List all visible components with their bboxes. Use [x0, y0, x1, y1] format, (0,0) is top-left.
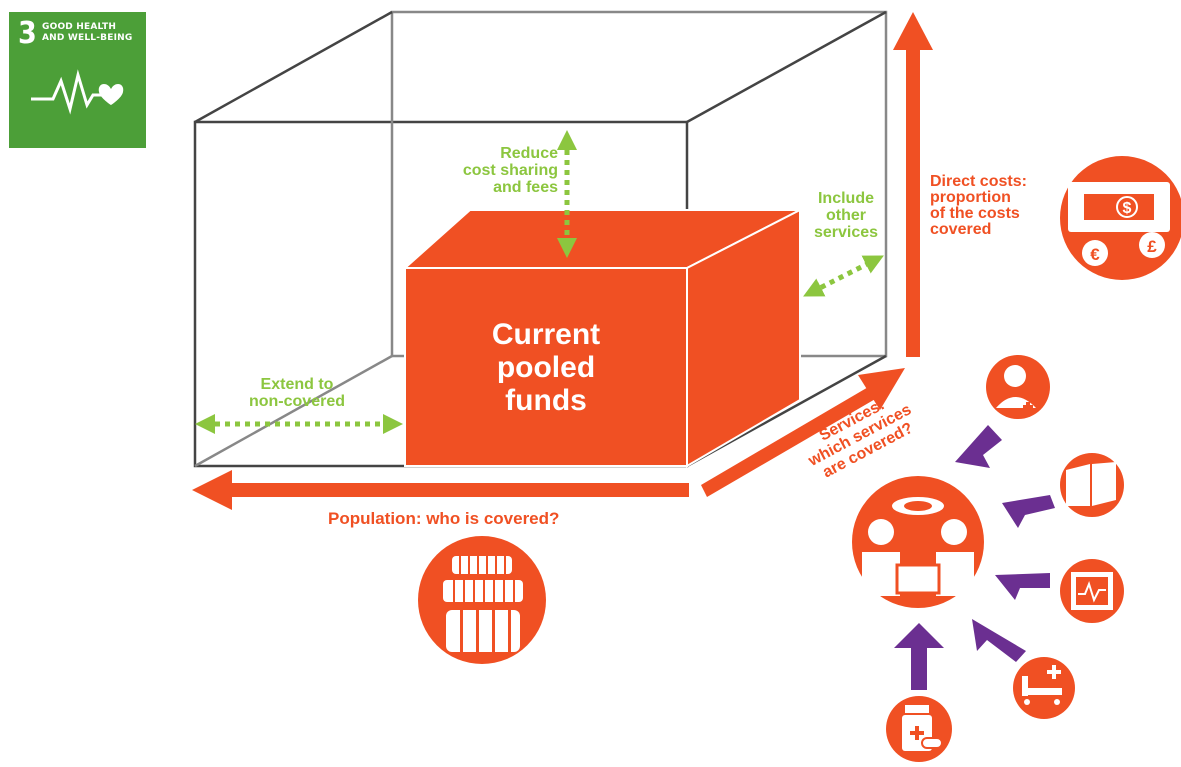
population-label: Population: who is covered? [328, 509, 560, 528]
medicine-icon [886, 696, 952, 762]
monitor-icon [1060, 559, 1124, 623]
svg-text:€: € [1090, 245, 1100, 264]
direct-costs-arrow-head [893, 12, 933, 50]
money-icon: $ € £ [1060, 156, 1181, 280]
services-arrow-shaft [701, 386, 877, 497]
extend-to-non-covered-label: Extend to non-covered [248, 376, 345, 410]
arrow-from-medicine [894, 623, 944, 690]
reduce-cost-sharing-label: Reduce cost sharing and fees [462, 145, 558, 196]
svg-text:$: $ [1123, 200, 1132, 217]
purple-arrows [894, 425, 1055, 690]
axis-arrows [192, 12, 933, 510]
arrow-from-records [1002, 495, 1055, 528]
population-arrow-head [192, 470, 232, 510]
sdg-3-badge: 3 GOOD HEALTH AND WELL-BEING [9, 12, 146, 148]
arrow-from-bed [972, 619, 1026, 662]
include-arrow [803, 255, 884, 297]
include-other-services-label: Include other services [813, 190, 879, 241]
doctor-icon [986, 355, 1050, 419]
pooled-funds-label: Current pooled funds [491, 318, 601, 417]
direct-costs-label: Direct costs: proportion of the costs co… [930, 173, 1027, 238]
surgery-icon [852, 476, 984, 608]
records-icon [1060, 453, 1124, 517]
bed-icon [1013, 657, 1075, 719]
population-arrow-shaft [225, 483, 689, 497]
svg-text:£: £ [1147, 237, 1157, 256]
sdg-number: 3 [18, 16, 37, 51]
arrow-from-monitor [995, 573, 1050, 600]
sdg-title: GOOD HEALTH AND WELL-BEING [42, 22, 133, 43]
population-icon [418, 536, 546, 664]
heartbeat-heart-icon [31, 69, 124, 115]
direct-costs-arrow-shaft [906, 45, 920, 357]
arrow-from-doctor [955, 425, 1002, 468]
services-arrow-head [858, 368, 905, 410]
green-arrows [195, 130, 884, 434]
pooled-funds-box [402, 208, 801, 468]
